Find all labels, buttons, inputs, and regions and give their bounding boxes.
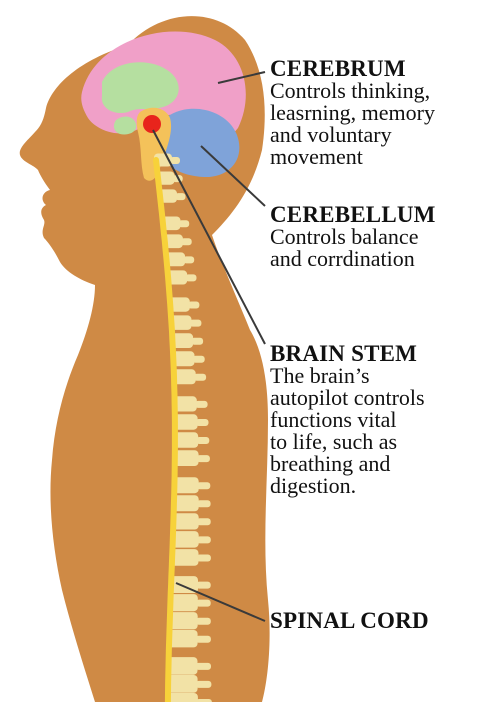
vertebra-process bbox=[196, 681, 212, 688]
vertebra-process bbox=[197, 500, 211, 507]
vertebra-process bbox=[181, 238, 192, 245]
vertebra-process bbox=[197, 518, 211, 525]
cerebellum-description: Controls balance and corrdination bbox=[270, 226, 436, 270]
vertebra-process bbox=[190, 320, 202, 327]
vertebra-process bbox=[197, 536, 211, 543]
spinal-cord-label: SPINAL CORD bbox=[270, 609, 429, 632]
vertebra-process bbox=[196, 437, 209, 444]
vertebra-process bbox=[170, 157, 180, 164]
vertebra-process bbox=[196, 600, 211, 607]
vertebra-process bbox=[197, 555, 211, 562]
cerebrum-label: CEREBRUM Controls thinking, leasrning, m… bbox=[270, 57, 435, 168]
vertebra-process bbox=[195, 663, 211, 670]
cerebrum-title: CEREBRUM bbox=[270, 57, 435, 80]
cerebellum-label: CEREBELLUM Controls balance and corrdina… bbox=[270, 203, 436, 270]
cerebellum-title: CEREBELLUM bbox=[270, 203, 436, 226]
vertebra-process bbox=[196, 582, 211, 589]
vertebra-process bbox=[185, 274, 196, 281]
vertebra-process bbox=[196, 618, 211, 625]
vertebra-process bbox=[188, 302, 200, 309]
vertebra-process bbox=[196, 636, 211, 643]
spinal-cord-title: SPINAL CORD bbox=[270, 609, 429, 632]
vertebra-process bbox=[183, 256, 194, 263]
vertebra-process bbox=[191, 338, 203, 345]
vertebra-process bbox=[194, 374, 206, 381]
vertebra-process bbox=[197, 482, 211, 489]
vertebra-process bbox=[175, 193, 185, 200]
brain-stem-description: The brain’s autopilot controls functions… bbox=[270, 365, 425, 497]
vertebra-process bbox=[195, 401, 208, 408]
vertebra-process bbox=[196, 419, 209, 426]
cerebrum-description: Controls thinking, leasrning, memory and… bbox=[270, 80, 435, 168]
brain-stem-label: BRAIN STEM The brain’s autopilot control… bbox=[270, 342, 425, 497]
brain-stem-title: BRAIN STEM bbox=[270, 342, 425, 365]
vertebra-process bbox=[197, 455, 210, 462]
vertebra-process bbox=[179, 220, 190, 227]
brain-stem-core bbox=[143, 115, 161, 133]
lower-brain-region bbox=[114, 117, 136, 135]
vertebra-process bbox=[193, 356, 205, 363]
